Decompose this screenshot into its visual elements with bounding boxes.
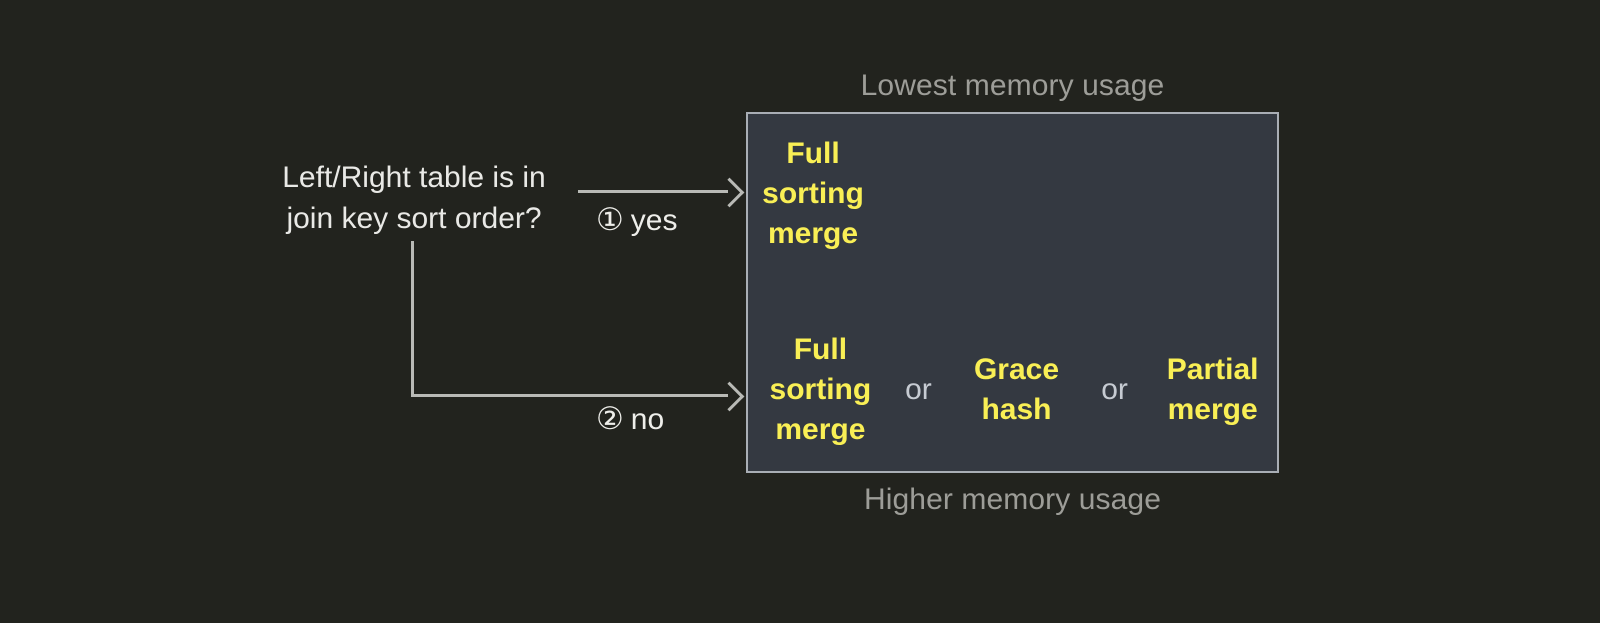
option-line-1: Grace	[973, 353, 1060, 386]
yes-branch-arrowhead-icon	[714, 177, 745, 208]
option-line-2: hash	[981, 393, 1052, 426]
yes-branch-connector	[578, 190, 728, 193]
branch-no-text: no	[630, 403, 665, 436]
option-line-2: merge	[1167, 393, 1258, 426]
option-full-sorting-merge-sorted: Full sorting merge	[748, 134, 878, 254]
no-branch-connector-horizontal	[411, 394, 728, 397]
option-line-1: Full	[793, 333, 848, 366]
outcome-box: Full sorting merge Full sorting merge or…	[746, 112, 1279, 473]
option-separator-2: or	[1101, 373, 1128, 406]
option-line-2: sorting	[762, 177, 864, 210]
option-line-3: merge	[775, 413, 866, 446]
option-separator-1: or	[905, 373, 932, 406]
sorted-outcome-row: Full sorting merge	[748, 134, 878, 254]
no-branch-arrowhead-icon	[714, 381, 745, 412]
option-line-2: sorting	[769, 373, 872, 406]
question-line-1: Left/Right table is in	[282, 161, 546, 194]
option-partial-merge: Partial merge	[1148, 350, 1277, 430]
lowest-memory-usage-caption: Lowest memory usage	[860, 69, 1165, 102]
option-full-sorting-merge-unsorted: Full sorting merge	[756, 330, 885, 450]
option-line-3: merge	[767, 217, 859, 250]
circled-number-two-icon: ②	[596, 401, 624, 436]
branch-yes-text: yes	[630, 204, 678, 237]
question-line-2: join key sort order?	[286, 202, 542, 235]
no-branch-connector-vertical	[411, 241, 414, 397]
circled-number-one-icon: ①	[596, 202, 624, 237]
higher-memory-usage-caption: Higher memory usage	[863, 483, 1162, 516]
option-line-1: Full	[786, 137, 840, 170]
option-grace-hash: Grace hash	[952, 350, 1081, 430]
decision-question: Left/Right table is in join key sort ord…	[236, 157, 592, 239]
unsorted-outcome-row: Full sorting merge or Grace hash or Part…	[748, 330, 1277, 450]
option-line-1: Partial	[1166, 353, 1259, 386]
